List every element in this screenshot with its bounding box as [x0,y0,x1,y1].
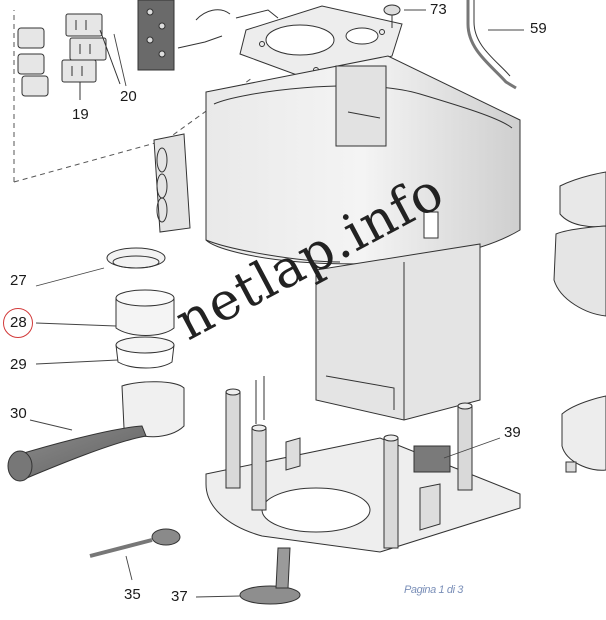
part-label-59: 59 [530,20,547,37]
terminal-block [137,0,175,71]
switch-39 [413,445,451,473]
part-label-30: 30 [10,405,27,422]
portafilter-handle [13,425,147,481]
part-label-37: 37 [171,588,188,605]
highlight-callout [3,308,33,338]
main-shell [205,55,521,265]
filter-29 [115,336,175,354]
side-bracket [153,133,191,233]
relay-group [17,13,107,97]
part-label-20: 20 [120,88,137,105]
part-label-39: 39 [504,424,521,441]
part-label-19: 19 [72,106,89,123]
filter-28 [115,298,175,336]
part-label-28: 28 [10,314,27,331]
tamper-base [239,585,301,605]
part-label-27: 27 [10,272,27,289]
page-footer: Pagina 1 di 3 [404,584,464,596]
part-label-73: 73 [430,1,447,18]
part-label-29: 29 [10,356,27,373]
lower-column [315,243,481,421]
part-label-35: 35 [124,586,141,603]
scoop [151,528,181,546]
